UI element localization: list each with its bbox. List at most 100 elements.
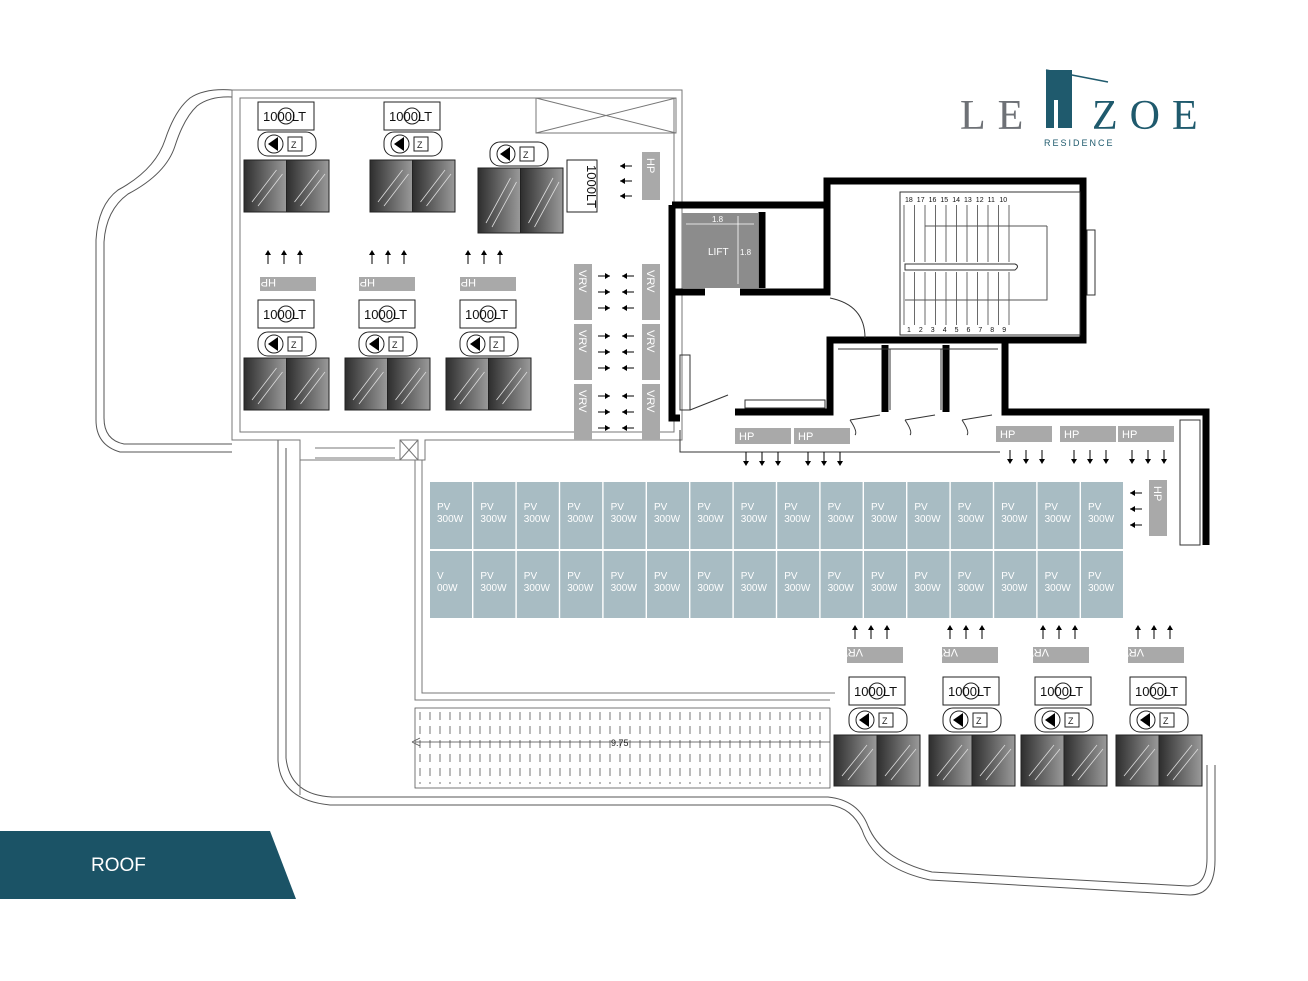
tank-circle bbox=[962, 682, 980, 700]
water-tank: 1000LT bbox=[942, 676, 1000, 706]
arrow-head bbox=[281, 250, 287, 255]
solar-collector bbox=[369, 159, 456, 213]
collector-glare bbox=[1129, 748, 1156, 781]
pv-label: PV bbox=[697, 571, 711, 582]
pv-label: PV bbox=[1088, 502, 1102, 513]
pv-label: PV bbox=[697, 502, 711, 513]
pump-mark: Z bbox=[976, 716, 982, 726]
pv-rating: 300W bbox=[1045, 583, 1072, 594]
arrow-head bbox=[605, 273, 610, 279]
unit-label: VRV bbox=[576, 270, 588, 293]
collector-panel bbox=[344, 357, 388, 411]
pump-arrow-icon bbox=[394, 137, 404, 151]
arrow-head bbox=[947, 625, 953, 630]
arrow-head bbox=[852, 625, 858, 630]
tank-circle bbox=[277, 305, 295, 323]
stair-step-number: 13 bbox=[964, 197, 972, 204]
pump-box bbox=[519, 146, 535, 162]
arrow-head bbox=[605, 289, 610, 295]
arrow-head bbox=[622, 305, 627, 311]
pv-rating: 300W bbox=[567, 514, 594, 525]
unit-label: VRV bbox=[644, 330, 656, 353]
airflow-arrows bbox=[622, 333, 634, 371]
pump-arrow-icon bbox=[369, 337, 379, 351]
pv-label: PV bbox=[1088, 571, 1102, 582]
arrow-head bbox=[622, 273, 627, 279]
collector-glare bbox=[884, 744, 911, 777]
airflow-arrows bbox=[1040, 625, 1078, 639]
pv-rating: 300W bbox=[524, 583, 551, 594]
unit-label: VRV bbox=[1121, 646, 1144, 658]
tank-box bbox=[942, 676, 1000, 706]
collector-glare bbox=[502, 371, 528, 405]
pv-label: PV bbox=[1001, 571, 1015, 582]
arrow-head bbox=[497, 250, 503, 255]
arrow-head bbox=[1129, 459, 1135, 464]
tank-box bbox=[257, 299, 315, 329]
airflow-arrows bbox=[1135, 625, 1173, 639]
arrow-head bbox=[265, 250, 271, 255]
pv-label: PV bbox=[958, 502, 972, 513]
unit-box bbox=[574, 324, 592, 380]
collector-panel bbox=[243, 357, 287, 411]
water-tank: 1000LT bbox=[257, 101, 315, 131]
pv-rating: 300W bbox=[1045, 514, 1072, 525]
pump-unit: Z bbox=[848, 707, 908, 733]
terrace-outline bbox=[95, 89, 1216, 896]
arrow-head bbox=[775, 461, 781, 466]
unit-label: VRV bbox=[840, 646, 863, 658]
heat-pump-unit: HP bbox=[1118, 426, 1174, 442]
arrow-head bbox=[620, 163, 625, 169]
tank-circle bbox=[403, 107, 421, 125]
collector-glare bbox=[1123, 744, 1150, 777]
pump-box bbox=[287, 136, 303, 152]
tank-circle bbox=[868, 682, 886, 700]
collector-panel bbox=[928, 734, 973, 787]
logo-house-mark bbox=[1045, 69, 1109, 128]
pv-panel-body bbox=[950, 482, 993, 549]
stair-step-number: 9 bbox=[1002, 327, 1006, 334]
collector-panel bbox=[243, 159, 287, 213]
collector-glare bbox=[358, 371, 384, 405]
arrow-head bbox=[622, 425, 627, 431]
pv-label: PV bbox=[437, 502, 451, 513]
unit-label: HP bbox=[739, 431, 754, 443]
arrow-head bbox=[622, 349, 627, 355]
stair-step-number: 17 bbox=[917, 197, 925, 204]
pump-mark: Z bbox=[291, 140, 297, 150]
tank-circle bbox=[479, 305, 497, 323]
collector-glare bbox=[453, 367, 479, 401]
unit-label: VRV bbox=[644, 270, 656, 293]
arrow-head bbox=[605, 393, 610, 399]
pump-mark: Z bbox=[392, 340, 398, 350]
pump-mark: Z bbox=[1068, 716, 1074, 726]
solar-collector bbox=[243, 159, 330, 213]
unit-label: VRV bbox=[576, 390, 588, 413]
pump-unit: Z bbox=[257, 131, 317, 157]
pv-panel-body bbox=[733, 482, 776, 549]
tank-box bbox=[1129, 676, 1187, 706]
collector-glare bbox=[942, 748, 969, 781]
tank-label: 1000LT bbox=[364, 307, 407, 322]
airflow-arrows bbox=[620, 163, 632, 199]
collector-panel bbox=[1115, 734, 1160, 787]
arrow-head bbox=[297, 250, 303, 255]
collector-glare bbox=[847, 748, 874, 781]
pv-panel-body bbox=[473, 482, 516, 549]
pv-panel-body bbox=[820, 551, 863, 618]
heat-pump-unit: HP bbox=[996, 426, 1052, 442]
airflow-arrows bbox=[743, 452, 781, 466]
collector-glare bbox=[459, 371, 485, 405]
tank-circle bbox=[1054, 682, 1072, 700]
logo-text-left: LE bbox=[960, 93, 1036, 139]
collector-panel bbox=[286, 159, 330, 213]
pv-label: PV bbox=[1001, 502, 1015, 513]
arrow-head bbox=[1130, 490, 1135, 496]
